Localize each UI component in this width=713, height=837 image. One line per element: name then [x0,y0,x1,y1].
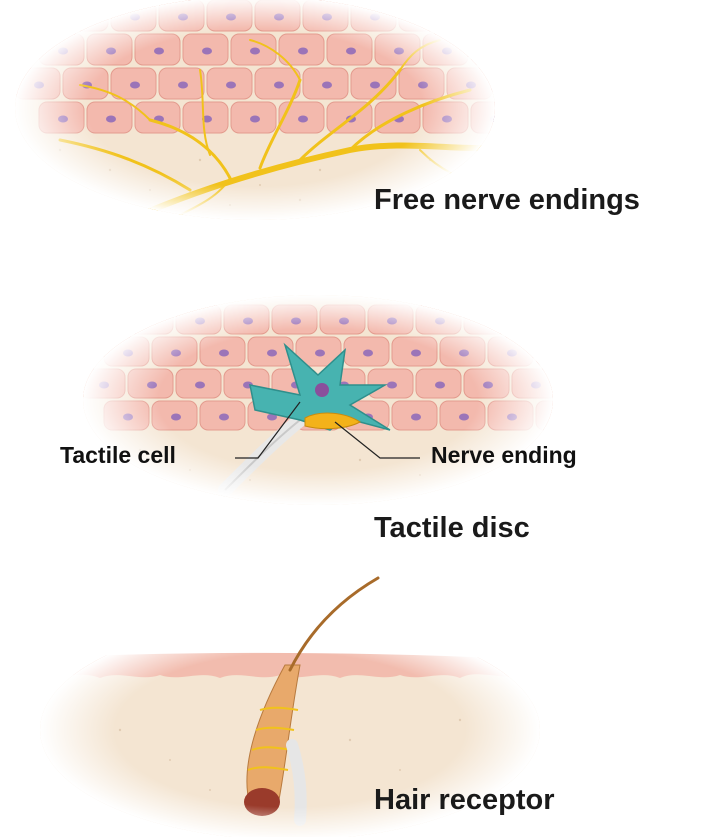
cell-nucleus [555,350,565,357]
epidermal-cell [446,0,493,32]
cell-nucleus [490,47,495,55]
epidermal-cell [83,304,126,335]
label-nerve-ending: Nerve ending [431,442,577,468]
cell-nucleus [82,13,92,21]
epidermal-cell [535,336,553,367]
cell-nucleus [466,13,476,21]
epidermal-cell [511,304,553,335]
free-nerve-endings-illustration [15,0,495,220]
cell-nucleus [147,317,157,325]
leader-line-tactile-cell [235,401,301,459]
panel-title-tactile-disc: Tactile disc [374,512,530,544]
hair-shaft [288,576,380,672]
epidermal-cell [15,0,61,32]
panel-title-free-nerve-endings: Free nerve endings [374,184,640,216]
cell-nucleus [99,317,109,325]
cell-nucleus [531,317,541,325]
cell-nucleus [34,13,44,21]
cell-nucleus [483,317,493,325]
tactile-disc-illustration [83,295,565,505]
panel-title-hair-receptor: Hair receptor [374,784,555,816]
cell-nucleus [418,13,428,21]
cell-nucleus [555,414,565,421]
panel-hair-receptor: Hair receptor [0,570,713,837]
panel-free-nerve-endings: Free nerve endings [0,0,713,240]
label-tactile-cell: Tactile cell [60,442,176,468]
panel-tactile-disc: Tactile cell Nerve ending Tactile disc [0,290,713,560]
leader-line-nerve-ending [334,421,420,459]
epidermal-cell [470,33,495,66]
hair-receptor-illustration [40,576,540,837]
